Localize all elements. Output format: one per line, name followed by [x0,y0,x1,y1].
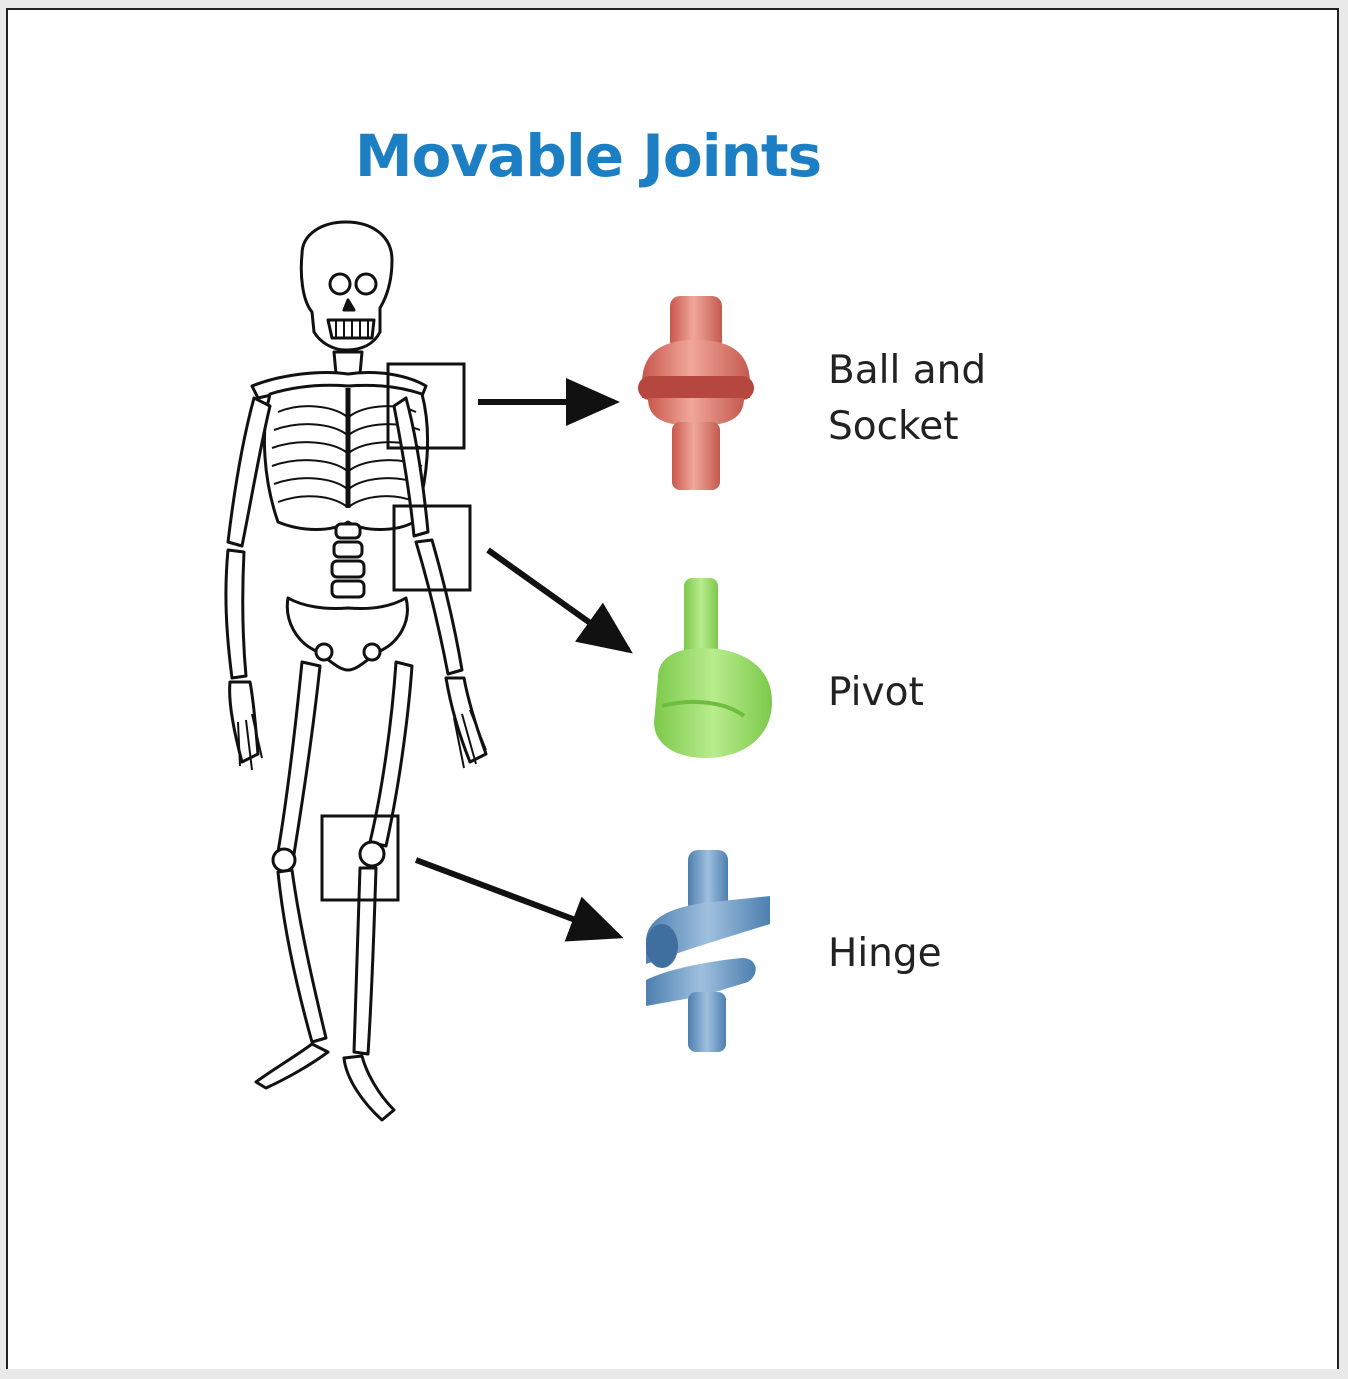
diagram-canvas [8,10,1348,1379]
pivot-label: Pivot [828,665,924,721]
arrow-to-pivot [488,550,628,650]
hinge-joint-icon [646,850,770,1052]
arrow-to-hinge [416,860,618,936]
pivot-joint-icon [654,578,772,758]
diagram-frame: Movable Joints [6,8,1339,1369]
skeleton-illustration [226,222,486,1120]
hinge-label: Hinge [828,926,942,982]
ball-and-socket-label: Ball and Socket [828,343,1048,455]
ball-and-socket-joint-icon [638,296,754,490]
